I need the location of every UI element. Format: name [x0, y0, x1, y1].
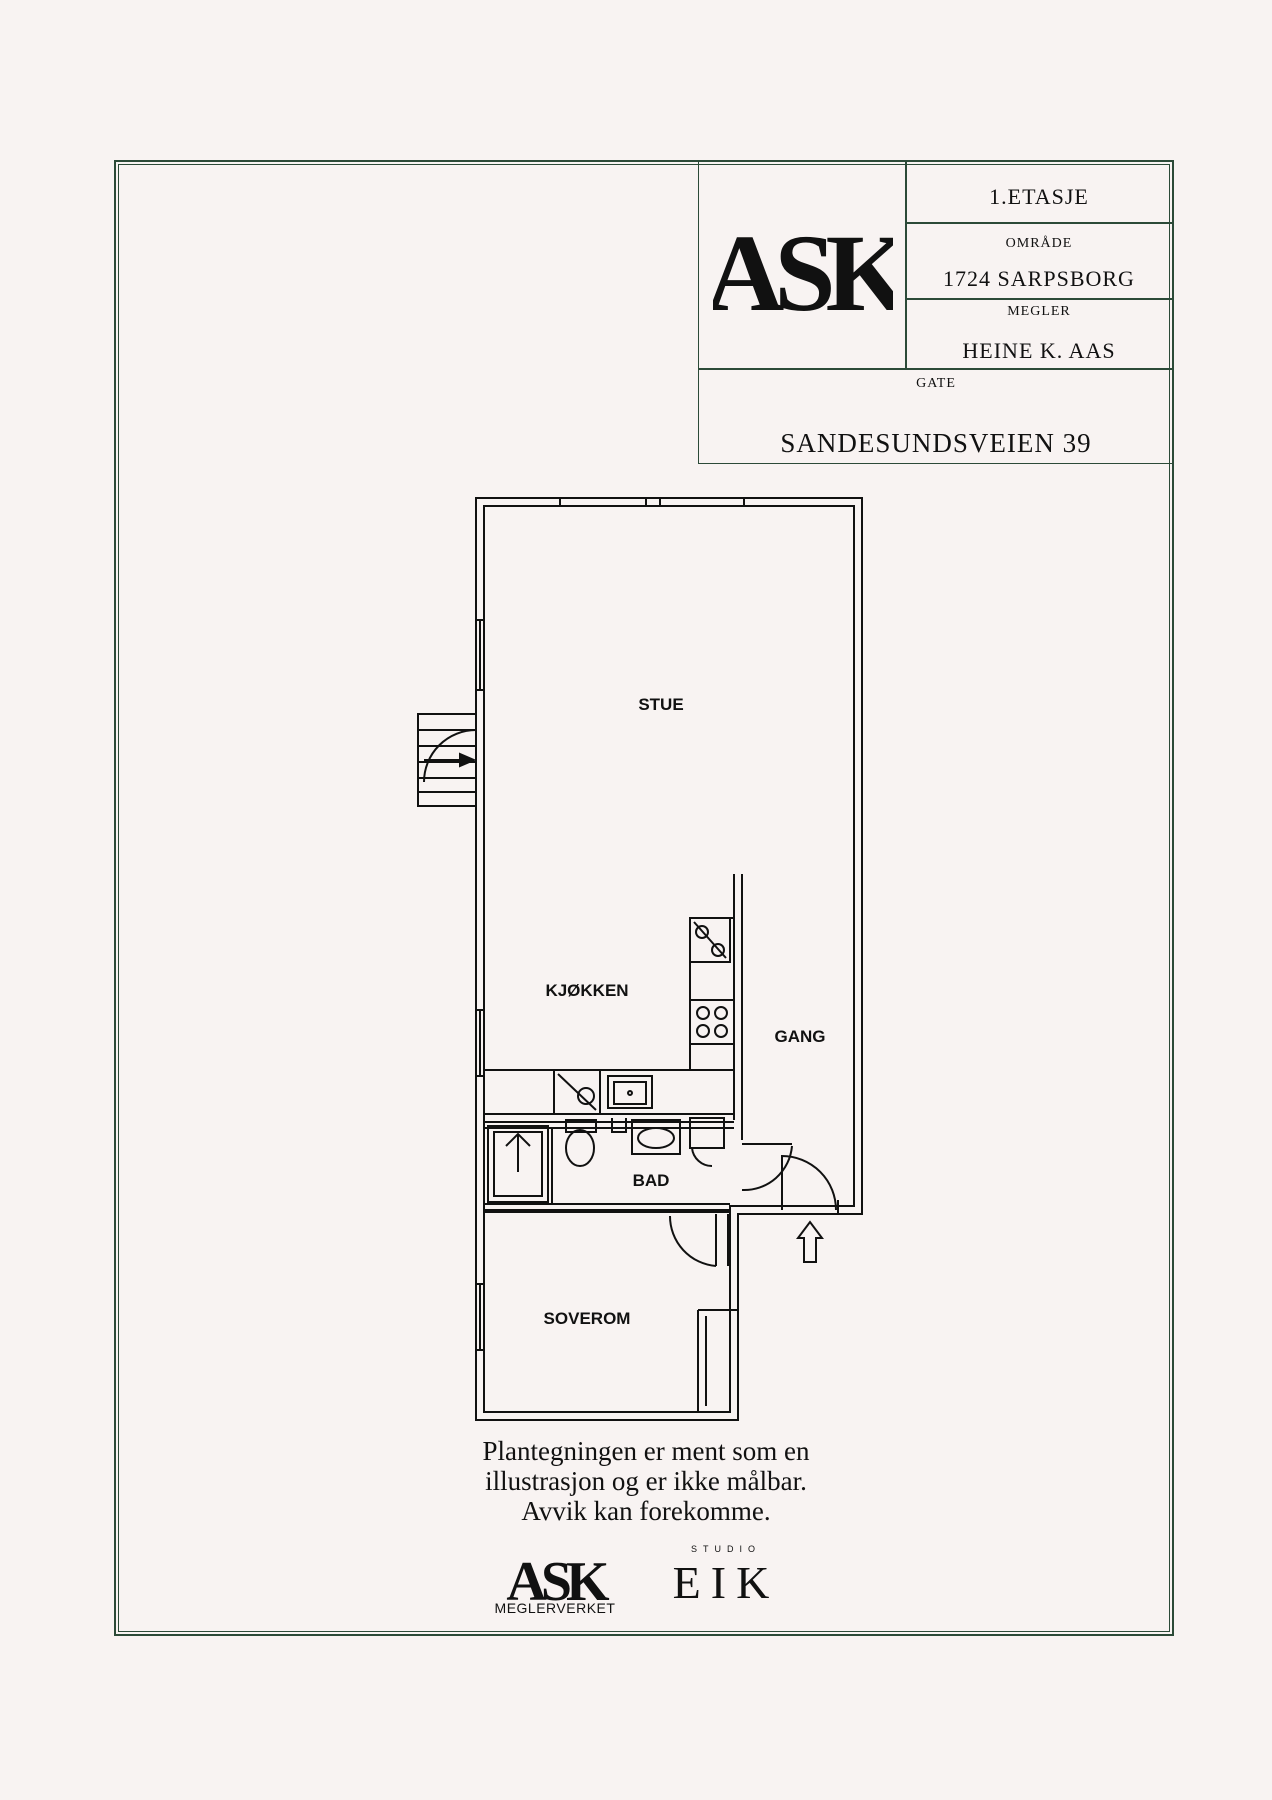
entry-door-arc — [423, 729, 477, 783]
fridge-circle — [577, 1087, 595, 1105]
entrance-arrow — [796, 1220, 824, 1263]
disclaimer-line: Avvik kan forekomme. — [521, 1496, 771, 1526]
window-left-1 — [476, 619, 484, 691]
kitchen-sink — [607, 1075, 653, 1109]
area-label: OMRÅDE — [1005, 236, 1073, 251]
title-block: ASK 1.ETASJE OMRÅDE 1724 SARPSBORG MEGLE… — [698, 162, 1173, 464]
shower — [487, 1125, 549, 1203]
footer-ask-caption: MEGLERVERKET — [494, 1600, 616, 1616]
toilet-bowl — [565, 1129, 595, 1167]
dishwasher-circle — [695, 925, 709, 939]
room-label-gang: GANG — [775, 1027, 826, 1046]
inner-wall-outline — [483, 505, 855, 1413]
disclaimer: Plantegningen er ment som en illustrasjo… — [386, 1436, 906, 1526]
front-door-leaf — [781, 1154, 837, 1211]
stove-burner — [696, 1006, 710, 1020]
wardrobe — [697, 1309, 738, 1412]
room-label-bad: BAD — [633, 1171, 670, 1190]
bath-door — [741, 1143, 793, 1192]
bathroom-wall — [484, 1121, 734, 1213]
bath-sink-basin — [637, 1127, 675, 1149]
kitchen-counter-bottom — [484, 1069, 734, 1115]
entry-arrow — [459, 752, 477, 768]
dishwasher-circle — [711, 943, 725, 957]
window-top-1 — [559, 498, 745, 506]
eik-logo: EIK — [672, 1557, 780, 1608]
footer-ask-logo: ASK — [506, 1551, 616, 1613]
title-block-divider — [905, 162, 907, 368]
title-block-divider — [905, 298, 1173, 300]
room-label-soverom: SOVEROM — [544, 1309, 631, 1328]
window-left-2 — [476, 1009, 484, 1077]
stove-burner — [714, 1006, 728, 1020]
stove — [689, 999, 735, 1045]
area-value: 1724 SARPSBORG — [943, 266, 1135, 291]
stairs — [417, 713, 477, 807]
room-label-kjokken: KJØKKEN — [545, 981, 628, 1000]
title-block-divider — [699, 368, 1173, 370]
broker-label: MEGLER — [1007, 304, 1071, 319]
disclaimer-line: Plantegningen er ment som en — [482, 1436, 810, 1466]
broker-value: HEINE K. AAS — [962, 338, 1116, 363]
window-left-3 — [476, 1283, 484, 1351]
disclaimer-line: illustrasjon og er ikke målbar. — [485, 1466, 807, 1496]
ask-logo: ASK — [713, 212, 893, 332]
washer — [689, 1117, 725, 1168]
title-block-divider — [905, 222, 1173, 224]
studio-label: STUDIO — [690, 1544, 761, 1554]
stove-burner — [714, 1024, 728, 1038]
kitchen-sink-drain — [627, 1090, 633, 1096]
street-value: SANDESUNDSVEIEN 39 — [780, 428, 1092, 458]
bath-sink — [631, 1119, 681, 1155]
footer-ask-logo-text: ASK — [506, 1551, 610, 1613]
stove-burner — [696, 1024, 710, 1038]
page-border-frame — [114, 160, 1174, 1636]
outer-wall — [475, 497, 863, 1421]
bath-cabinet — [611, 1118, 627, 1133]
floor-label: 1.ETASJE — [989, 184, 1089, 209]
gang-wall — [733, 874, 743, 1140]
room-label-stue: STUE — [638, 695, 683, 714]
toilet — [565, 1119, 597, 1133]
ask-logo-text: ASK — [713, 212, 893, 332]
bedroom-door — [668, 1214, 717, 1267]
street-label: GATE — [916, 376, 956, 391]
dishwasher — [689, 917, 731, 963]
